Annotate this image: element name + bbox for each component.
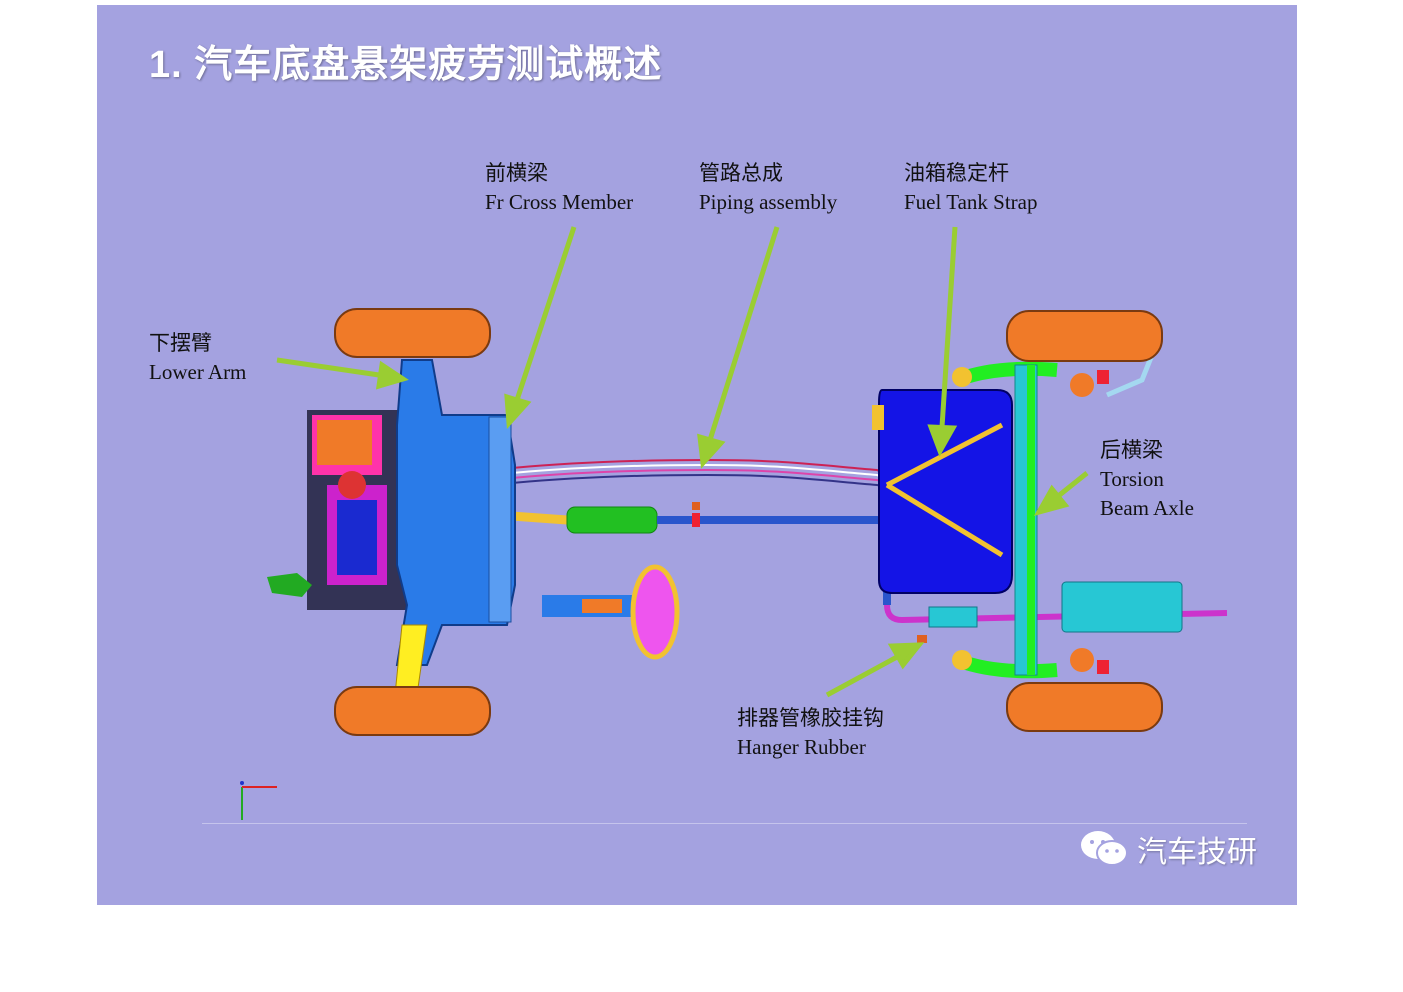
coordinate-axes bbox=[240, 781, 277, 820]
front-tires bbox=[334, 308, 491, 736]
front-subframe bbox=[394, 359, 516, 696]
watermark-text: 汽车技研 bbox=[1137, 836, 1257, 869]
watermark: 汽车技研 bbox=[1079, 827, 1257, 871]
rear-torsion-beam bbox=[952, 354, 1155, 679]
front-left-tire bbox=[334, 308, 491, 358]
arrow-fuel-tank-strap bbox=[927, 226, 958, 457]
label-fuel-tank-strap: 油箱稳定杆 Fuel Tank Strap bbox=[904, 161, 1038, 214]
label-lower-arm: 下摆臂 Lower Arm bbox=[149, 331, 247, 384]
steering-gear bbox=[542, 564, 680, 660]
label-hanger-rubber: 排器管橡胶挂钩 Hanger Rubber bbox=[737, 706, 884, 759]
chassis-diagram bbox=[240, 226, 1228, 820]
footer-divider bbox=[202, 823, 1247, 824]
arrow-fr-cross-member bbox=[504, 226, 577, 430]
label-torsion-beam-axle: 后横梁 Torsion Beam Axle bbox=[1100, 438, 1194, 520]
callout-arrows bbox=[276, 226, 1089, 698]
wechat-icon bbox=[1081, 831, 1128, 866]
arrow-torsion-beam-axle bbox=[1033, 471, 1089, 516]
arrow-lower-arm bbox=[276, 357, 409, 390]
slide: 1. 汽车底盘悬架疲劳测试概述 bbox=[97, 5, 1297, 905]
arrow-piping-assembly bbox=[697, 226, 780, 469]
rear-tires bbox=[1006, 310, 1163, 732]
piping-lines bbox=[511, 458, 903, 491]
slide-title: 1. 汽车底盘悬架疲劳测试概述 bbox=[149, 44, 663, 86]
catalytic-converter bbox=[566, 506, 658, 534]
label-piping-assembly: 管路总成 Piping assembly bbox=[699, 161, 838, 214]
rear-right-tire bbox=[1006, 682, 1163, 732]
exhaust-system bbox=[496, 502, 1228, 643]
rear-muffler bbox=[1061, 581, 1183, 633]
front-right-tire bbox=[334, 686, 491, 736]
arrow-hanger-rubber bbox=[825, 642, 925, 698]
label-fr-cross-member: 前横梁 Fr Cross Member bbox=[485, 161, 634, 214]
rear-left-tire bbox=[1006, 310, 1163, 362]
fuel-tank bbox=[872, 389, 1013, 594]
